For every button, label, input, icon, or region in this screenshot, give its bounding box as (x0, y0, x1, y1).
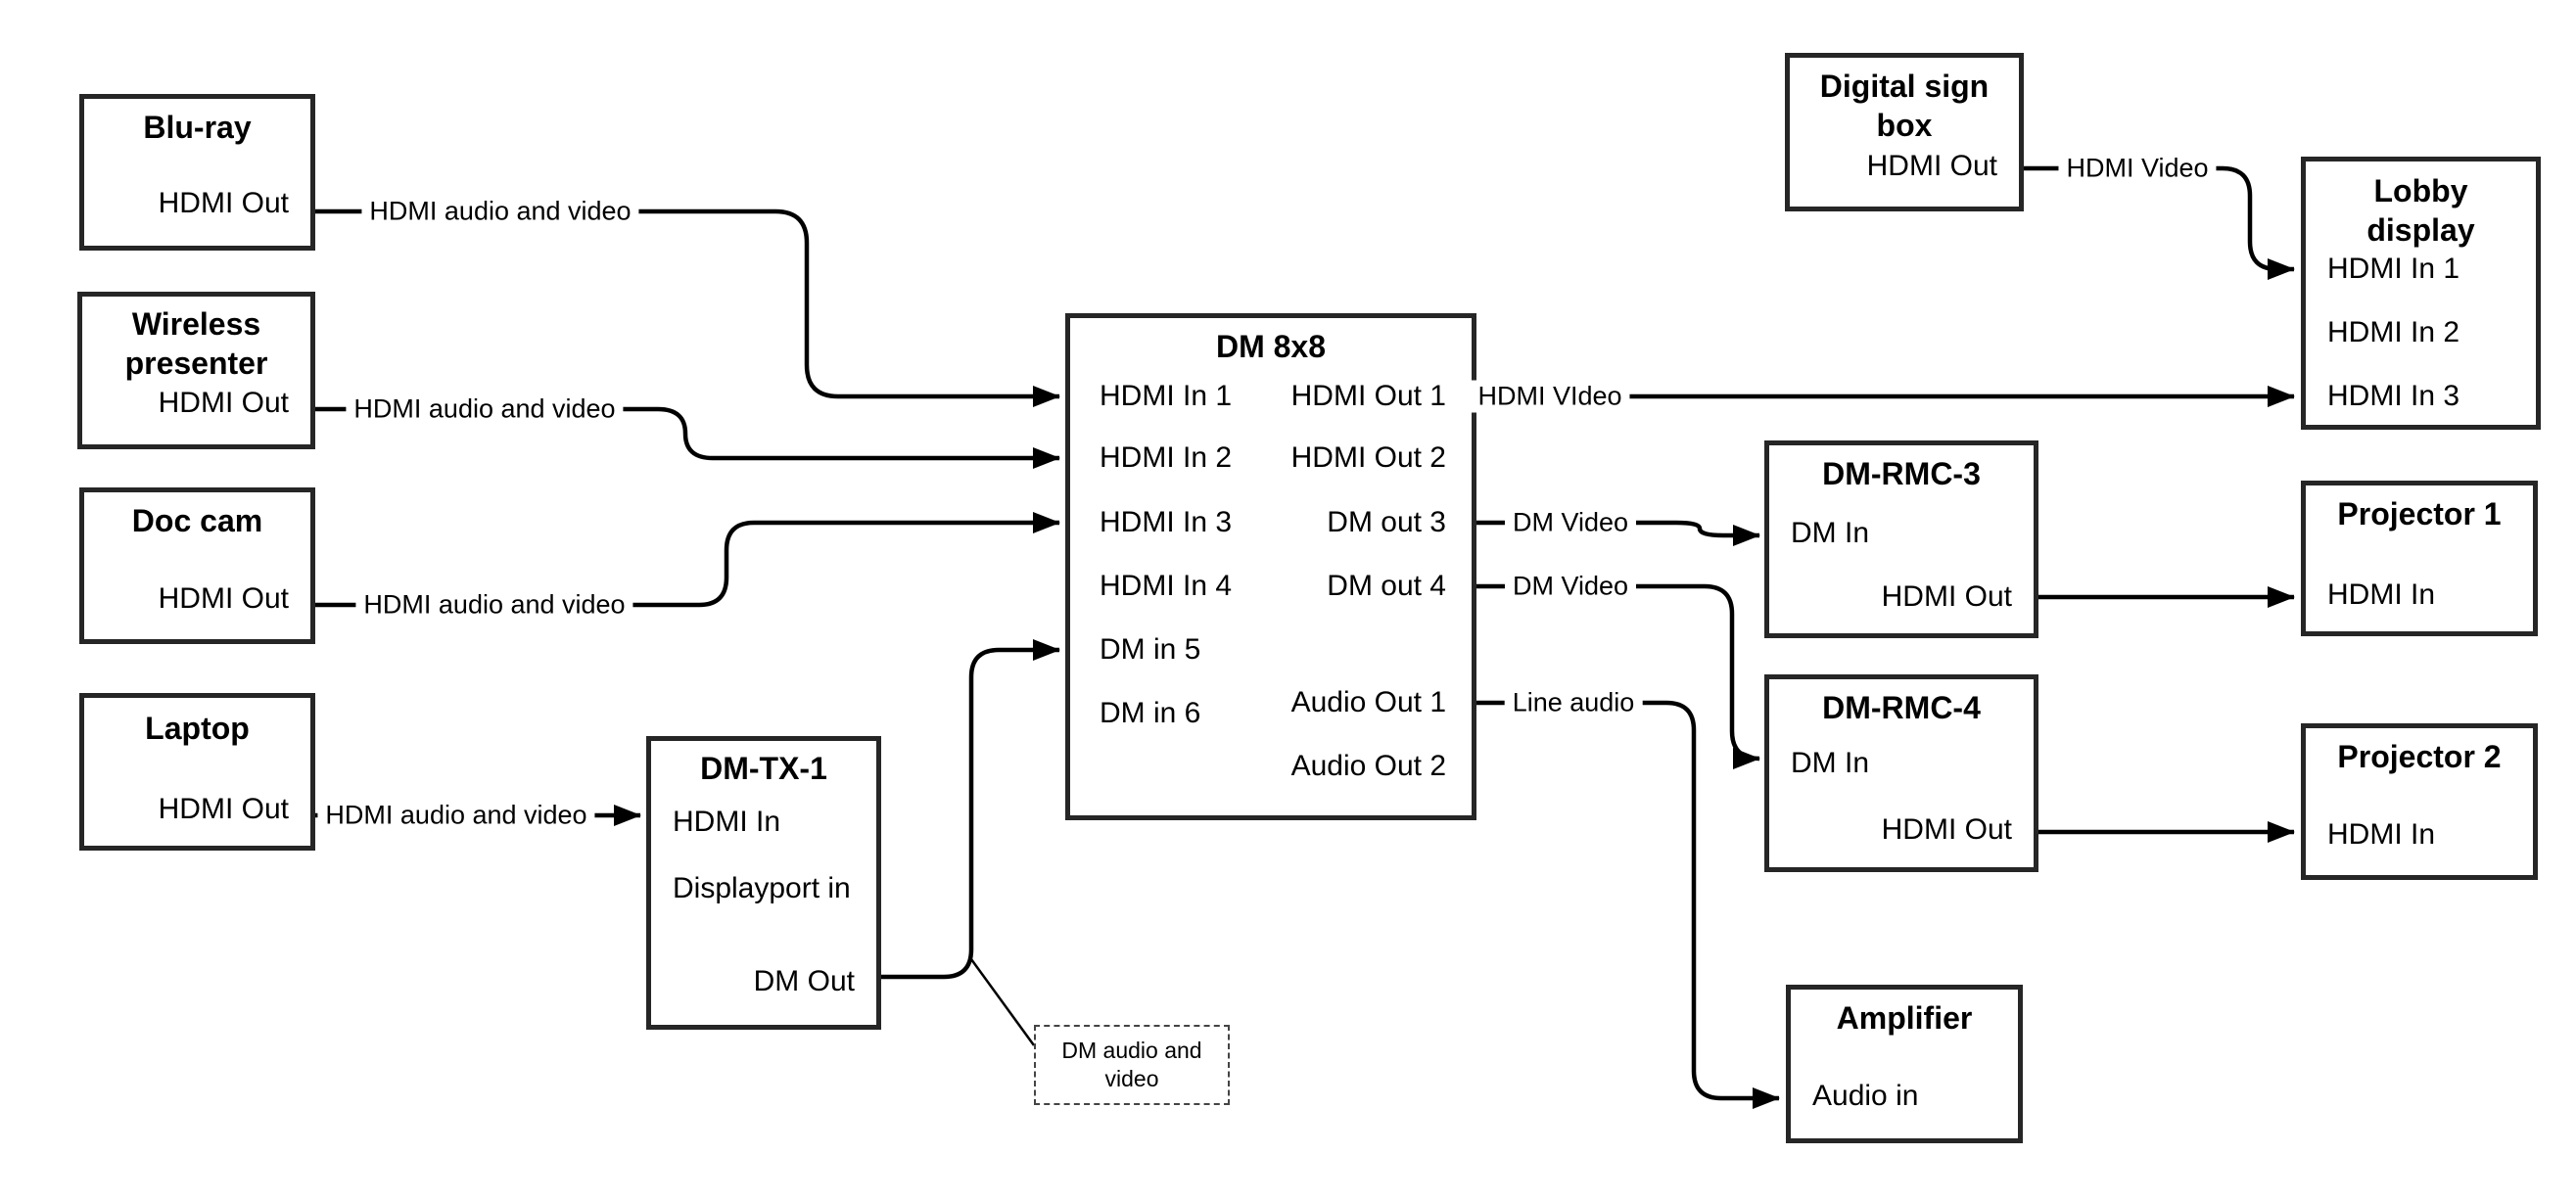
edge-wireless-presenter-to-dm-8x8-hdmi-in-2 (315, 406, 1060, 469)
lobby-display-title: Lobby display (2366, 173, 2475, 248)
dm-tx-1-title: DM-TX-1 (700, 751, 827, 786)
port-lobby-display-hdmi-in-3: HDMI In 3 (2327, 380, 2460, 412)
port-wireless-presenter-hdmi-out: HDMI Out (158, 387, 289, 419)
edge-label-dm-video-8: DM Video (1504, 570, 1637, 603)
port-doc-cam-hdmi-out: HDMI Out (158, 582, 289, 615)
port-lobby-display-hdmi-in-2: HDMI In 2 (2327, 316, 2460, 348)
port-laptop-hdmi-out: HDMI Out (158, 793, 289, 825)
edge-dm-8x8-dm-out-3-to-dm-rmc-3-dm-in (1476, 520, 1760, 546)
node-dm-rmc-3: DM-RMC-3 DM In HDMI Out (1764, 440, 2038, 638)
blu-ray-title: Blu-ray (143, 110, 252, 145)
projector-1-title: Projector 1 (2337, 496, 2502, 531)
edge-digital-sign-box-to-lobby-display-hdmi-in-1 (2024, 165, 2295, 280)
dm-8x8-title: DM 8x8 (1215, 329, 1327, 364)
edge-label-line-audio-9: Line audio (1504, 686, 1643, 719)
port-dm-rmc-3-dm-in: DM In (1791, 517, 1870, 549)
port-lobby-display-hdmi-in-1: HDMI In 1 (2327, 253, 2460, 285)
port-dm-8x8-audio-out-2: Audio Out 2 (1290, 750, 1446, 782)
edge-label-hdmi-audio-and-video-1: HDMI audio and video (346, 393, 624, 426)
port-dm-8x8-hdmi-out-1: HDMI Out 1 (1290, 380, 1446, 412)
edge-blu-ray-to-dm-8x8-hdmi-in-1 (315, 208, 1060, 407)
port-amplifier-audio-in: Audio in (1812, 1080, 1919, 1112)
edge-label-dm-video-7: DM Video (1504, 506, 1637, 539)
edge-dm-8x8-dm-out-4-to-dm-rmc-4-dm-in (1476, 583, 1760, 769)
note-leader-line (969, 958, 1036, 1046)
node-projector-2: Projector 2 HDMI In (2301, 723, 2538, 880)
port-dm-8x8-hdmi-in-1: HDMI In 1 (1100, 380, 1233, 412)
port-dm-8x8-dm-out-3: DM out 3 (1327, 506, 1446, 538)
port-dm-8x8-hdmi-in-4: HDMI In 4 (1100, 570, 1233, 602)
port-dm-rmc-4-hdmi-out: HDMI Out (1881, 813, 2012, 846)
edge-label-hdmi-audio-and-video-0: HDMI audio and video (361, 195, 639, 228)
laptop-title: Laptop (145, 711, 250, 746)
port-projector-2-hdmi-in: HDMI In (2327, 818, 2436, 851)
port-blu-ray-hdmi-out: HDMI Out (158, 187, 289, 219)
note-dm-audio-video: DM audio and video (1034, 1025, 1230, 1105)
port-dm-rmc-3-hdmi-out: HDMI Out (1881, 580, 2012, 613)
port-dm-rmc-4-dm-in: DM In (1791, 747, 1870, 779)
port-projector-1-hdmi-in: HDMI In (2327, 578, 2436, 611)
node-projector-1: Projector 1 HDMI In (2301, 481, 2538, 636)
edge-label-hdmi-audio-and-video-3: HDMI audio and video (317, 799, 595, 832)
port-dm-tx-1-displayport-in: Displayport in (673, 872, 851, 904)
edge-dm-8x8-audio-out-1-to-amplifier-audio-in (1476, 700, 1780, 1109)
amplifier-title: Amplifier (1836, 1000, 1973, 1036)
doc-cam-title: Doc cam (131, 503, 263, 538)
port-dm-8x8-audio-out-1: Audio Out 1 (1290, 686, 1446, 718)
port-dm-8x8-dm-in-5: DM in 5 (1100, 633, 1201, 666)
edge-label-hdmi-video-6: HDMI Video (2058, 152, 2217, 185)
edge-doc-cam-to-dm-8x8-hdmi-in-3 (315, 512, 1060, 608)
digital-sign-box-title: Digital sign box (1819, 69, 1990, 143)
port-dm-8x8-dm-in-6: DM in 6 (1100, 697, 1201, 729)
dm-rmc-4-title: DM-RMC-4 (1822, 690, 1981, 725)
edge-label-hdmi-video-5: HDMI VIdeo (1470, 380, 1630, 413)
edge-dm-tx-1-dm-out-to-dm-8x8-dm-in-5 (881, 639, 1060, 980)
port-dm-tx-1-dm-out: DM Out (753, 965, 855, 997)
node-dm-rmc-4: DM-RMC-4 DM In HDMI Out (1764, 674, 2038, 872)
port-dm-tx-1-hdmi-in: HDMI In (673, 806, 781, 838)
dm-rmc-3-title: DM-RMC-3 (1822, 456, 1981, 491)
wireless-presenter-title: Wireless presenter (124, 306, 268, 381)
edge-label-hdmi-audio-and-video-2: HDMI audio and video (355, 588, 633, 622)
port-dm-8x8-hdmi-in-2: HDMI In 2 (1100, 441, 1233, 474)
projector-2-title: Projector 2 (2337, 739, 2502, 774)
port-digital-sign-box-hdmi-out: HDMI Out (1866, 150, 1997, 182)
port-dm-8x8-dm-out-4: DM out 4 (1327, 570, 1446, 602)
port-dm-8x8-hdmi-out-2: HDMI Out 2 (1290, 441, 1446, 474)
port-dm-8x8-hdmi-in-3: HDMI In 3 (1100, 506, 1233, 538)
